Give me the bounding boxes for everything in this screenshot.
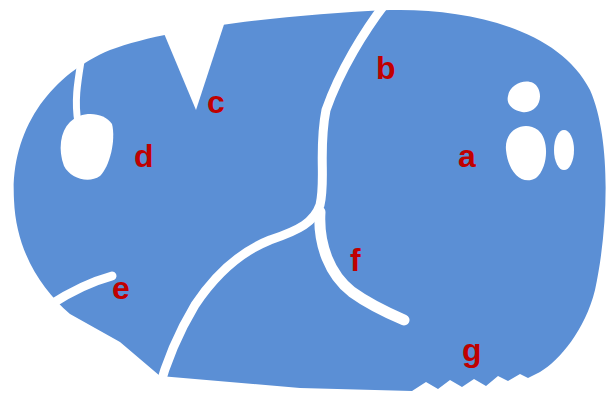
part-letter: b bbox=[376, 52, 396, 84]
body-outline bbox=[14, 10, 606, 391]
part-letter: f bbox=[350, 244, 361, 276]
part-letter: a bbox=[458, 140, 476, 172]
hole-large bbox=[506, 126, 546, 180]
left-hole bbox=[61, 114, 114, 180]
part-letter: d bbox=[134, 140, 154, 172]
part-letter: e bbox=[112, 272, 130, 304]
lower-crack bbox=[50, 276, 112, 305]
part-letter: c bbox=[207, 86, 225, 118]
left-crack bbox=[76, 55, 82, 122]
branch-crack bbox=[320, 212, 404, 320]
part-letter: g bbox=[462, 334, 482, 366]
hole-small-top bbox=[508, 82, 540, 113]
hole-oval bbox=[554, 130, 574, 170]
main-crack bbox=[158, 4, 385, 392]
